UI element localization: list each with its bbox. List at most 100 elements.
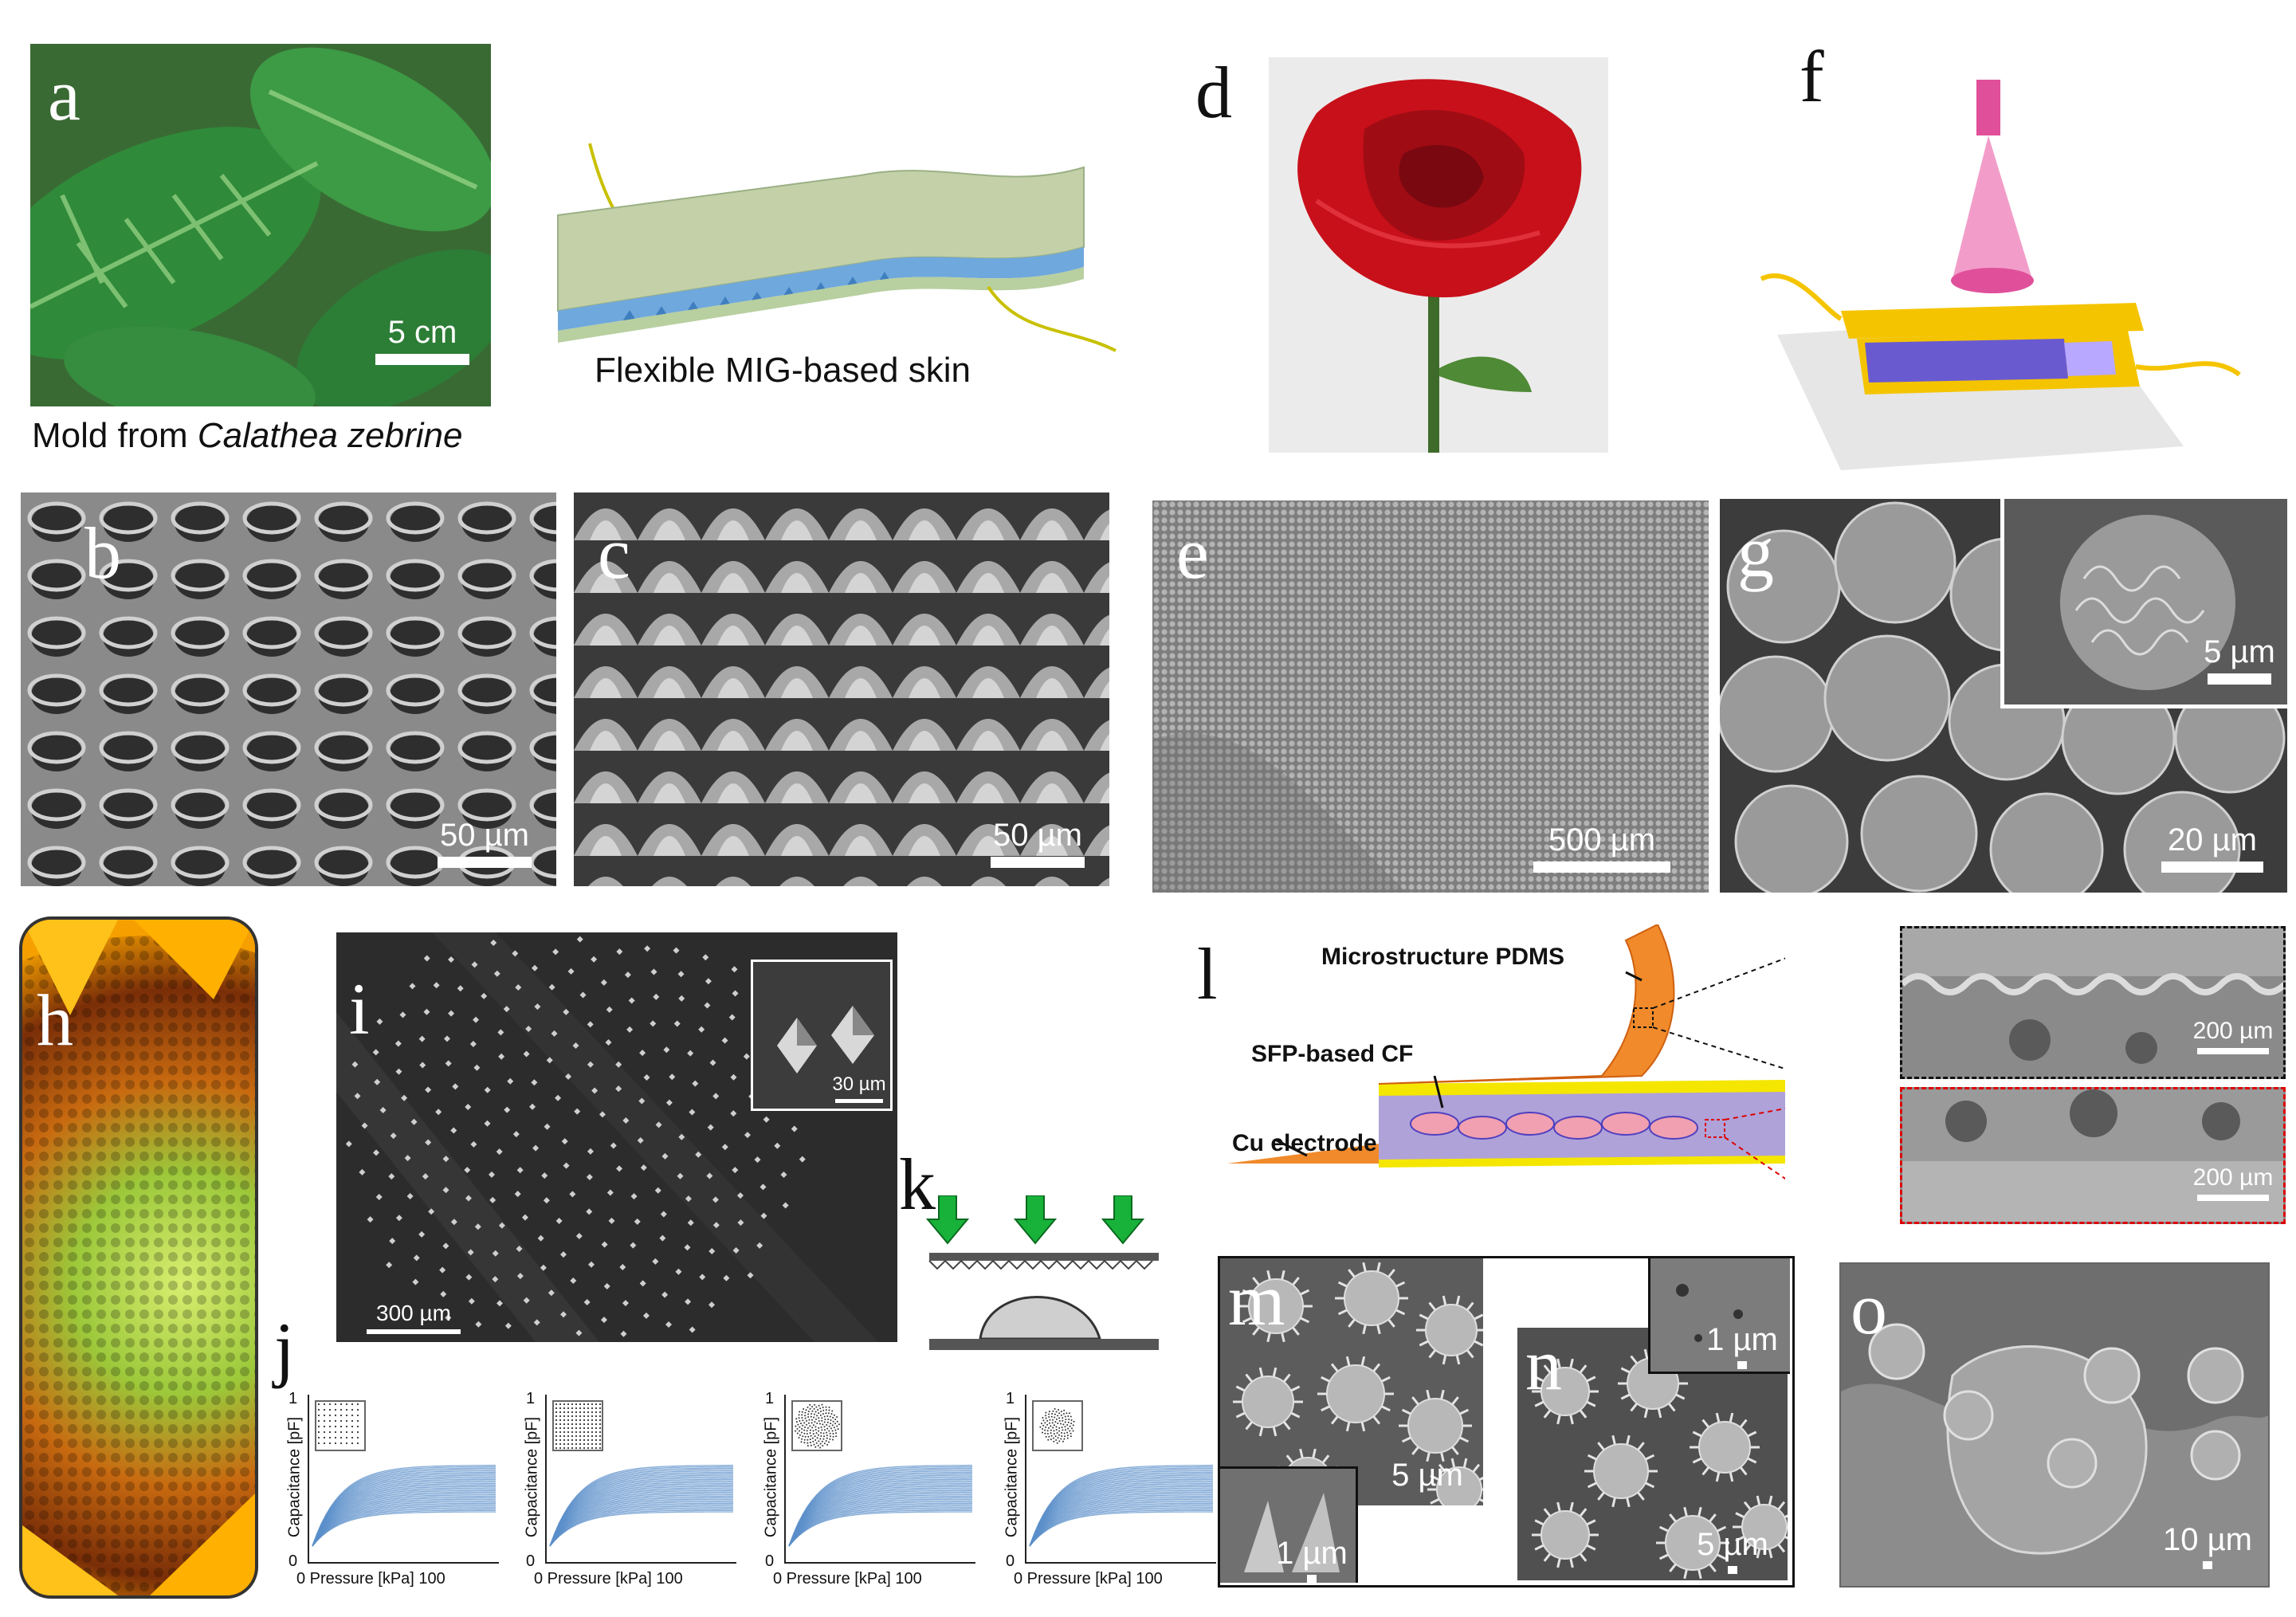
panel-m-inset-scale-label: 1 µm bbox=[1276, 1536, 1348, 1571]
panel-a-skin-caption: Flexible MIG-based skin bbox=[595, 351, 971, 390]
panel-g-scale-bar: 20 µm bbox=[2157, 822, 2268, 873]
panel-g-sem-image: g 5 µm 20 µm bbox=[1720, 499, 2287, 893]
plot-area bbox=[545, 1395, 736, 1564]
panel-n-scale-label: 5 µm bbox=[1697, 1527, 1768, 1562]
panel-e-scale-label: 500 µm bbox=[1548, 822, 1656, 858]
panel-a-mold-caption-species: Calathea zebrine bbox=[197, 416, 463, 455]
x-axis-label: 0 Pressure [kPa] 100 bbox=[296, 1570, 445, 1588]
panel-l-scale-bottom: 200 µm bbox=[2189, 1164, 2277, 1201]
panel-i-inset-scale-bar: 30 µm bbox=[831, 1073, 887, 1103]
panel-e-scale-bar: 500 µm bbox=[1532, 822, 1672, 873]
panel-l-scale-top-label: 200 µm bbox=[2192, 1018, 2274, 1044]
y-axis-label: Capacitance [pF] bbox=[762, 1416, 780, 1538]
panel-d-rose-photo bbox=[1269, 57, 1608, 453]
panel-g-inset: 5 µm bbox=[2000, 499, 2287, 708]
panel-b-scale-label: 50 µm bbox=[440, 818, 529, 853]
panel-l-schematic bbox=[1227, 924, 1785, 1211]
x-axis-label: 0 Pressure [kPa] 100 bbox=[534, 1570, 683, 1588]
plot-area bbox=[308, 1395, 499, 1564]
panel-g-scale-label: 20 µm bbox=[2168, 822, 2257, 858]
panel-j-letter: j bbox=[274, 1308, 295, 1389]
panel-mn-frame bbox=[1218, 1256, 1795, 1588]
panel-e-sem-image: e 500 µm bbox=[1152, 500, 1709, 893]
panel-c-scale-bar: 50 µm bbox=[988, 818, 1087, 868]
panel-h-sunflower-photo: h bbox=[19, 916, 258, 1599]
panel-n-inset: 1 µm bbox=[1648, 1258, 1790, 1374]
panel-a-scale-label: 5 cm bbox=[387, 315, 457, 350]
panel-i-scale-bar: 300 µm bbox=[363, 1301, 464, 1334]
panel-a-mold-caption: Mold from Calathea zebrine bbox=[32, 416, 463, 456]
sensor-layout-inset bbox=[552, 1400, 603, 1451]
panel-i-inset: 30 µm bbox=[751, 960, 893, 1111]
panel-c-letter: c bbox=[598, 512, 630, 594]
y-max-tick: 1 bbox=[1006, 1390, 1015, 1407]
panel-f-schematic bbox=[1713, 72, 2287, 486]
panel-h-letter: h bbox=[37, 979, 73, 1061]
panel-n-scale-bar: 5 µm bbox=[1693, 1527, 1772, 1574]
panel-l-label-sfp: SFP-based CF bbox=[1251, 1041, 1414, 1067]
panel-o-scale-bar: 10 µm bbox=[2160, 1522, 2255, 1569]
panel-i-inset-scale-label: 30 µm bbox=[832, 1073, 886, 1095]
panel-a-mold-caption-prefix: Mold from bbox=[32, 416, 198, 455]
panel-m-scale-bar: 5 µm bbox=[1387, 1458, 1467, 1493]
panel-i-scale-label: 300 µm bbox=[376, 1301, 451, 1325]
panel-b-sem-image: b 50 µm bbox=[21, 493, 556, 886]
y-min-tick: 0 bbox=[288, 1552, 298, 1570]
y-min-tick: 0 bbox=[765, 1552, 775, 1570]
panel-m-scale-label: 5 µm bbox=[1391, 1458, 1463, 1493]
panel-b-scale-bar: 50 µm bbox=[435, 818, 534, 868]
panel-o-sem-image: o 10 µm bbox=[1839, 1262, 2270, 1588]
panel-i-sem-image: i 300 µm 30 µm bbox=[336, 932, 897, 1342]
panel-l-sem-top: 200 µm bbox=[1900, 926, 2286, 1079]
panel-m-letter: m bbox=[1228, 1259, 1285, 1340]
panel-l-label-pdms: Microstructure PDMS bbox=[1321, 944, 1565, 970]
panel-g-letter: g bbox=[1737, 511, 1774, 592]
panel-n-inset-scale-bar: 1 µm bbox=[1706, 1322, 1778, 1369]
y-max-tick: 1 bbox=[288, 1390, 298, 1407]
y-min-tick: 0 bbox=[526, 1552, 536, 1570]
sensor-layout-inset bbox=[791, 1400, 842, 1451]
panel-i-letter: i bbox=[349, 968, 370, 1050]
y-axis-label: Capacitance [pF] bbox=[1003, 1416, 1021, 1538]
y-max-tick: 1 bbox=[526, 1390, 536, 1407]
sensor-layout-inset bbox=[1032, 1400, 1083, 1451]
laser-source bbox=[1976, 80, 2000, 135]
panel-m-inset-scale-bar: 1 µm bbox=[1276, 1536, 1348, 1583]
y-max-tick: 1 bbox=[765, 1390, 775, 1407]
panel-c-scale-label: 50 µm bbox=[993, 818, 1082, 853]
panel-l-scale-top: 200 µm bbox=[2189, 1018, 2277, 1054]
panel-n-letter: n bbox=[1525, 1328, 1562, 1405]
x-axis-label: 0 Pressure [kPa] 100 bbox=[773, 1570, 922, 1588]
plot-area bbox=[1025, 1395, 1216, 1564]
y-axis-label: Capacitance [pF] bbox=[285, 1416, 304, 1538]
panel-b-letter: b bbox=[84, 512, 121, 594]
panel-a-letter: a bbox=[48, 54, 80, 135]
mig-skin-schematic bbox=[526, 128, 1132, 383]
panel-l-letter: l bbox=[1197, 933, 1218, 1015]
plot-area bbox=[784, 1395, 975, 1564]
panel-l-label-cu: Cu electrode bbox=[1232, 1130, 1377, 1156]
panel-g-inset-scale-label: 5 µm bbox=[2204, 634, 2275, 669]
panel-c-sem-image: c 50 µm bbox=[574, 493, 1109, 886]
panel-a-photo: a 5 cm bbox=[30, 44, 491, 406]
y-axis-label: Capacitance [pF] bbox=[523, 1416, 541, 1538]
y-min-tick: 0 bbox=[1006, 1552, 1015, 1570]
panel-k-schematic bbox=[924, 1195, 1164, 1355]
panel-o-letter: o bbox=[1851, 1268, 1887, 1349]
x-axis-label: 0 Pressure [kPa] 100 bbox=[1014, 1570, 1163, 1588]
panel-n-inset-scale-label: 1 µm bbox=[1706, 1322, 1778, 1357]
panel-g-inset-scale-bar: 5 µm bbox=[2204, 634, 2275, 685]
panel-l-sem-bottom: 200 µm bbox=[1900, 1087, 2286, 1224]
panel-l-scale-bottom-label: 200 µm bbox=[2192, 1164, 2274, 1191]
panel-k-letter: k bbox=[899, 1144, 936, 1225]
panel-m-inset: 1 µm bbox=[1220, 1466, 1358, 1583]
panel-f-letter: f bbox=[1800, 36, 1824, 117]
panel-d-letter: d bbox=[1195, 52, 1232, 133]
calathea-leaves-image bbox=[30, 44, 491, 406]
panel-o-scale-label: 10 µm bbox=[2163, 1522, 2252, 1557]
panel-e-letter: e bbox=[1176, 512, 1209, 594]
